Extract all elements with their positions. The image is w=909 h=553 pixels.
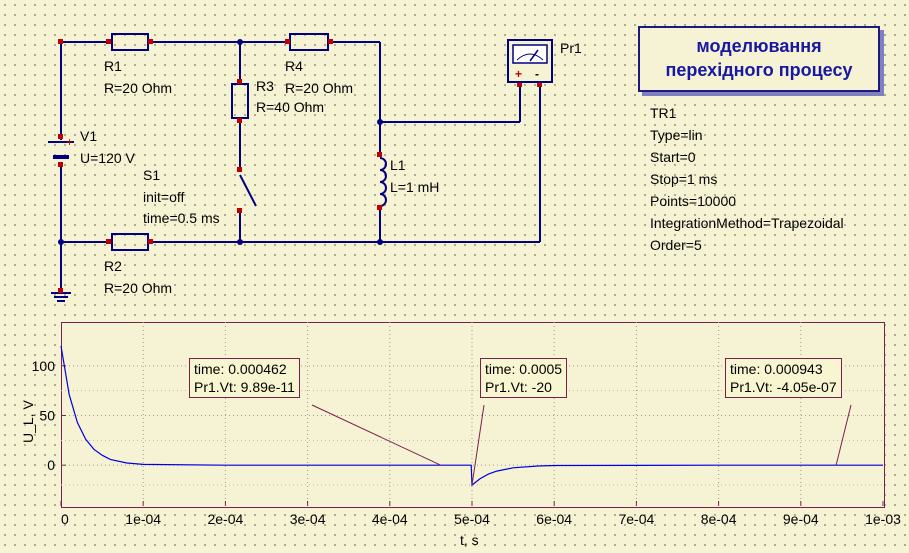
marker-1-time: time: 0.000462: [194, 361, 287, 377]
s1-init[interactable]: init=off: [143, 189, 185, 205]
marker-2-time: time: 0.0005: [485, 361, 563, 377]
r1-name: R1: [104, 58, 122, 74]
svg-text:+: +: [66, 135, 73, 149]
sim-points[interactable]: Points=10000: [650, 193, 737, 209]
marker-leader-2: [471, 404, 485, 486]
s1-name: S1: [143, 167, 161, 183]
marker-2[interactable]: time: 0.0005 Pr1.Vt: -20: [480, 358, 568, 398]
r4-name: R4: [285, 58, 303, 74]
title-text-box[interactable]: моделювання перехідного процесу: [638, 26, 880, 92]
pr1-name: Pr1: [560, 40, 582, 56]
x-tick-label: 8e-04: [701, 511, 737, 527]
r3-name: R3: [256, 78, 274, 94]
x-tick-label: 0: [61, 511, 69, 527]
series-line-pr1-vt: [60, 345, 883, 487]
svg-text:-: -: [535, 67, 539, 81]
sim-stop[interactable]: Stop=1 ms: [650, 171, 718, 187]
svg-text:+: +: [515, 67, 522, 81]
x-tick-label: 5e-04: [454, 511, 490, 527]
v1-name: V1: [80, 128, 98, 144]
x-axis-label: t, s: [460, 532, 479, 548]
s1-time[interactable]: time=0.5 ms: [143, 210, 220, 226]
x-tick-label: 7e-04: [618, 511, 654, 527]
sim-start[interactable]: Start=0: [650, 149, 696, 165]
marker-leader-1: [311, 404, 441, 466]
voltmeter-icon: + -: [507, 39, 553, 83]
marker-3-value: Pr1.Vt: -4.05e-07: [730, 379, 837, 395]
x-tick-label: 2e-04: [207, 511, 243, 527]
r1-value[interactable]: R=20 Ohm: [104, 80, 173, 96]
sim-order[interactable]: Order=5: [650, 237, 702, 253]
marker-3-time: time: 0.000943: [730, 361, 823, 377]
x-tick-label: 3e-04: [290, 511, 326, 527]
marker-1[interactable]: time: 0.000462 Pr1.Vt: 9.89e-11: [189, 358, 300, 398]
x-tick-label: 1e-04: [125, 511, 161, 527]
v1-value[interactable]: U=120 V: [80, 150, 135, 166]
x-tick-label: 1e-03: [865, 511, 901, 527]
r4-value[interactable]: R=20 Ohm: [285, 80, 354, 96]
sim-name: TR1: [650, 105, 677, 121]
l1-name: L1: [390, 157, 406, 173]
l1-value[interactable]: L=1 mH: [390, 179, 440, 195]
y-tick-label: 0: [47, 457, 55, 473]
marker-2-value: Pr1.Vt: -20: [485, 379, 552, 395]
r2-value[interactable]: R=20 Ohm: [104, 280, 173, 296]
title-line-2: перехідного процесу: [665, 60, 853, 80]
y-tick-label: 100: [32, 358, 56, 374]
r2-name: R2: [104, 258, 122, 274]
y-axis-label: U_L, V: [20, 400, 36, 443]
marker-leader-3: [835, 404, 852, 466]
x-tick-label: 9e-04: [783, 511, 819, 527]
sim-method[interactable]: IntegrationMethod=Trapezoidal: [650, 215, 844, 231]
sim-type[interactable]: Type=lin: [650, 127, 703, 143]
title-line-1: моделювання: [696, 36, 822, 56]
marker-3[interactable]: time: 0.000943 Pr1.Vt: -4.05e-07: [725, 358, 842, 398]
marker-1-value: Pr1.Vt: 9.89e-11: [194, 379, 295, 395]
r3-value[interactable]: R=40 Ohm: [256, 99, 325, 115]
x-tick-label: 6e-04: [536, 511, 572, 527]
y-tick-label: 50: [39, 408, 55, 424]
x-tick-label: 4e-04: [372, 511, 408, 527]
